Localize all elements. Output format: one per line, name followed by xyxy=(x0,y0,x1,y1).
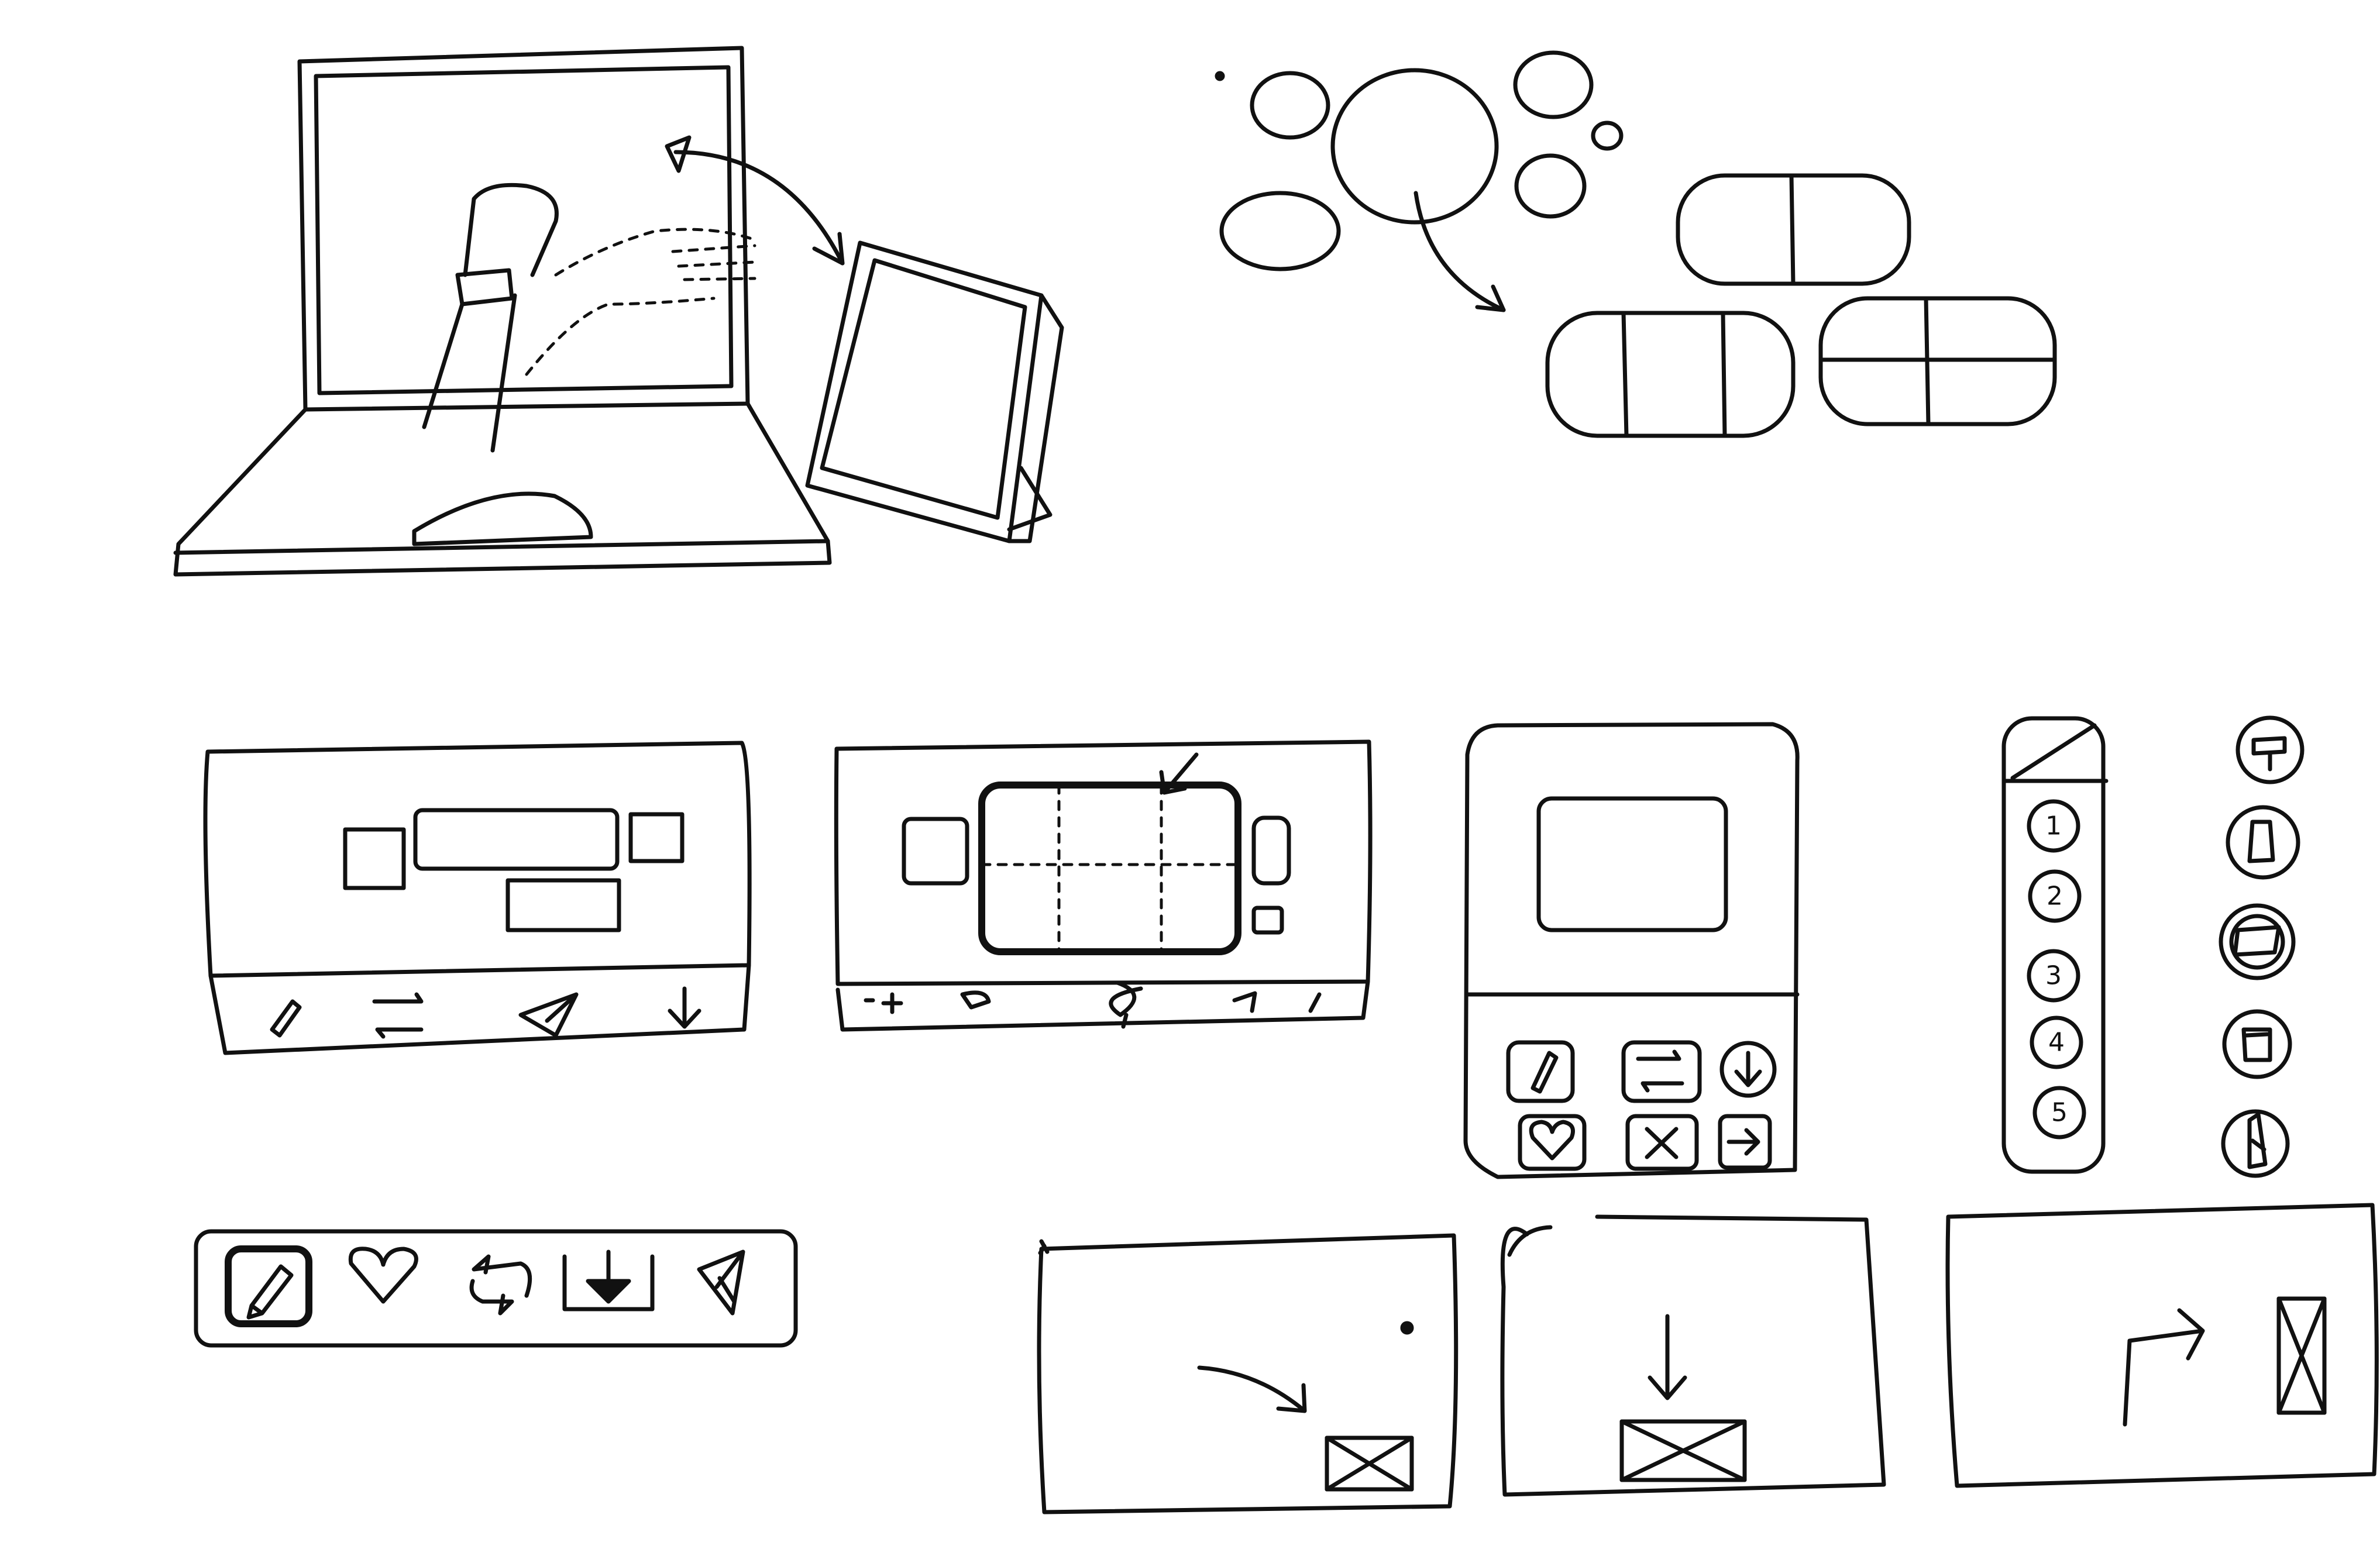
tablet-sketch xyxy=(805,240,1064,543)
bookmark-icon xyxy=(2221,1109,2290,1178)
repeat-icon xyxy=(469,1254,532,1316)
repeat-icon xyxy=(372,992,424,1039)
wireframe-grid-focus xyxy=(834,739,1373,1032)
toolbar-strip-2 xyxy=(864,980,1322,1029)
step-3-label: 3 xyxy=(2045,961,2062,991)
heart-icon xyxy=(348,1247,418,1304)
toolbar-strip-1 xyxy=(270,986,701,1039)
tool-mark-4 xyxy=(1232,991,1257,1013)
tool-mark-3 xyxy=(1109,980,1143,1029)
wireframe-phone-keypad xyxy=(1463,722,1800,1179)
step-3: 3 xyxy=(2027,949,2080,1003)
keypad-delete-button xyxy=(1625,1114,1699,1171)
device-landscape-icon xyxy=(2219,903,2296,980)
step-2: 2 xyxy=(2028,869,2082,923)
transfer-double-arrow xyxy=(665,135,845,266)
hand-swipe-gesture xyxy=(422,183,756,453)
step-4: 4 xyxy=(2030,1015,2083,1069)
laptop-sketch xyxy=(173,46,832,577)
icon-toolbar xyxy=(194,1229,798,1348)
device-portrait-icon xyxy=(2226,805,2300,880)
pencil-icon xyxy=(225,1245,312,1327)
step-1-label: 1 xyxy=(2045,811,2062,841)
cube-icon xyxy=(2222,1009,2292,1079)
send-icon xyxy=(697,1249,745,1316)
download-tray-icon xyxy=(562,1249,655,1311)
pencil-icon xyxy=(270,999,302,1038)
keypad-heart-button xyxy=(1518,1114,1587,1171)
step-4-label: 4 xyxy=(2048,1028,2065,1058)
panel-drop-down xyxy=(1500,1214,1886,1497)
keypad-buttons xyxy=(1506,1040,1777,1171)
panel-turn-up xyxy=(1945,1203,2379,1488)
panel-slide-right xyxy=(1037,1233,1459,1514)
step-rail: 1 2 3 4 5 xyxy=(2001,716,2109,1174)
step-1: 1 xyxy=(2027,799,2080,853)
grouping-arrow xyxy=(1413,191,1506,312)
grouped-pill-left xyxy=(1545,311,1796,438)
grouped-pill-top xyxy=(1676,173,1911,286)
keypad-repeat-button xyxy=(1621,1040,1702,1103)
tool-mark-5 xyxy=(1308,992,1322,1013)
step-5: 5 xyxy=(2032,1086,2086,1140)
paint-roller-icon xyxy=(2235,715,2305,784)
send-icon xyxy=(518,992,579,1038)
shape-icon-column xyxy=(2219,715,2305,1178)
step-2-label: 2 xyxy=(2047,882,2063,911)
keypad-share-button xyxy=(1718,1114,1772,1170)
keypad-download-button xyxy=(1719,1041,1777,1098)
tool-mark-2 xyxy=(960,990,991,1010)
grouped-pill-right xyxy=(1818,296,2057,426)
arrow-down-icon xyxy=(668,986,701,1029)
step-5-label: 5 xyxy=(2051,1098,2068,1128)
bubble-cluster xyxy=(1215,50,1624,271)
wireframe-centered-layout xyxy=(203,741,752,1055)
tool-mark-1 xyxy=(864,992,903,1014)
keypad-pencil-button xyxy=(1506,1040,1575,1103)
